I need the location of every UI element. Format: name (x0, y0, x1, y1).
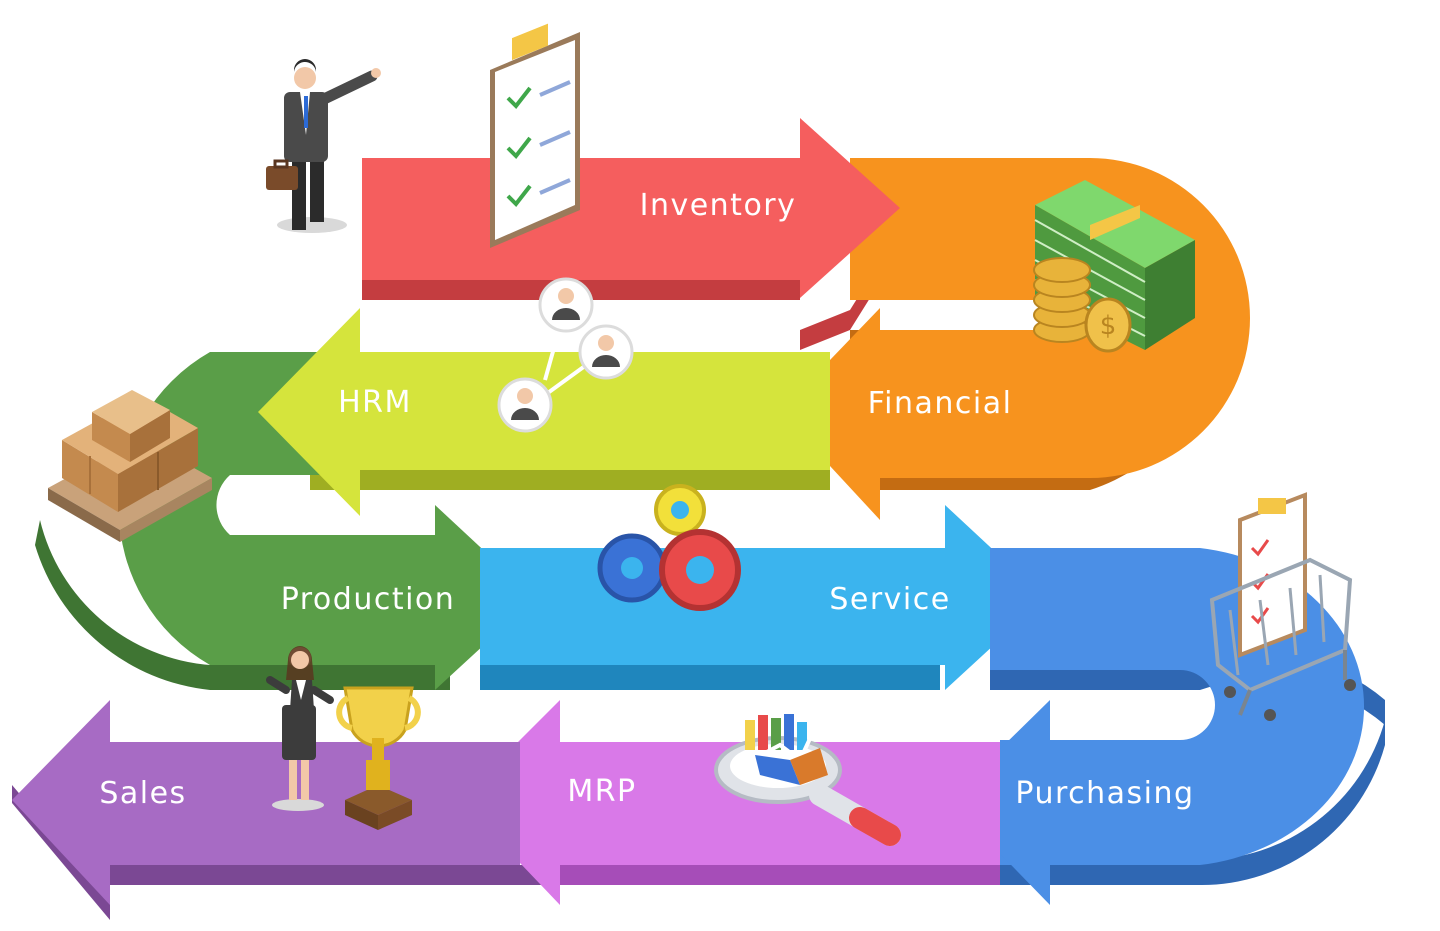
inventory-band (362, 118, 900, 298)
businessman-icon (266, 59, 381, 233)
stage-label-hrm: HRM (338, 385, 412, 420)
stage-label-purchasing: Purchasing (1015, 776, 1194, 811)
mrp-band (460, 700, 1000, 905)
stage-label-sales: Sales (99, 776, 186, 811)
businesswoman-icon (266, 646, 334, 811)
service-band (480, 505, 1045, 690)
money-stack-icon: $ (1033, 180, 1195, 353)
stage-label-mrp: MRP (567, 774, 636, 809)
checklist-clipboard-icon (490, 23, 580, 248)
stage-label-service: Service (829, 582, 950, 617)
stage-label-financial: Financial (868, 386, 1013, 421)
stage-label-production: Production (281, 582, 456, 617)
gears-icon (597, 484, 741, 611)
cardboard-boxes-icon (48, 390, 212, 542)
analytics-magnifier-icon (714, 699, 901, 846)
svg-text:$: $ (1100, 311, 1117, 341)
team-network-icon (497, 277, 634, 433)
trophy-icon (336, 686, 421, 830)
sales-band (12, 700, 520, 905)
stage-label-inventory: Inventory (640, 188, 797, 223)
shopping-cart-icon (1209, 492, 1356, 721)
